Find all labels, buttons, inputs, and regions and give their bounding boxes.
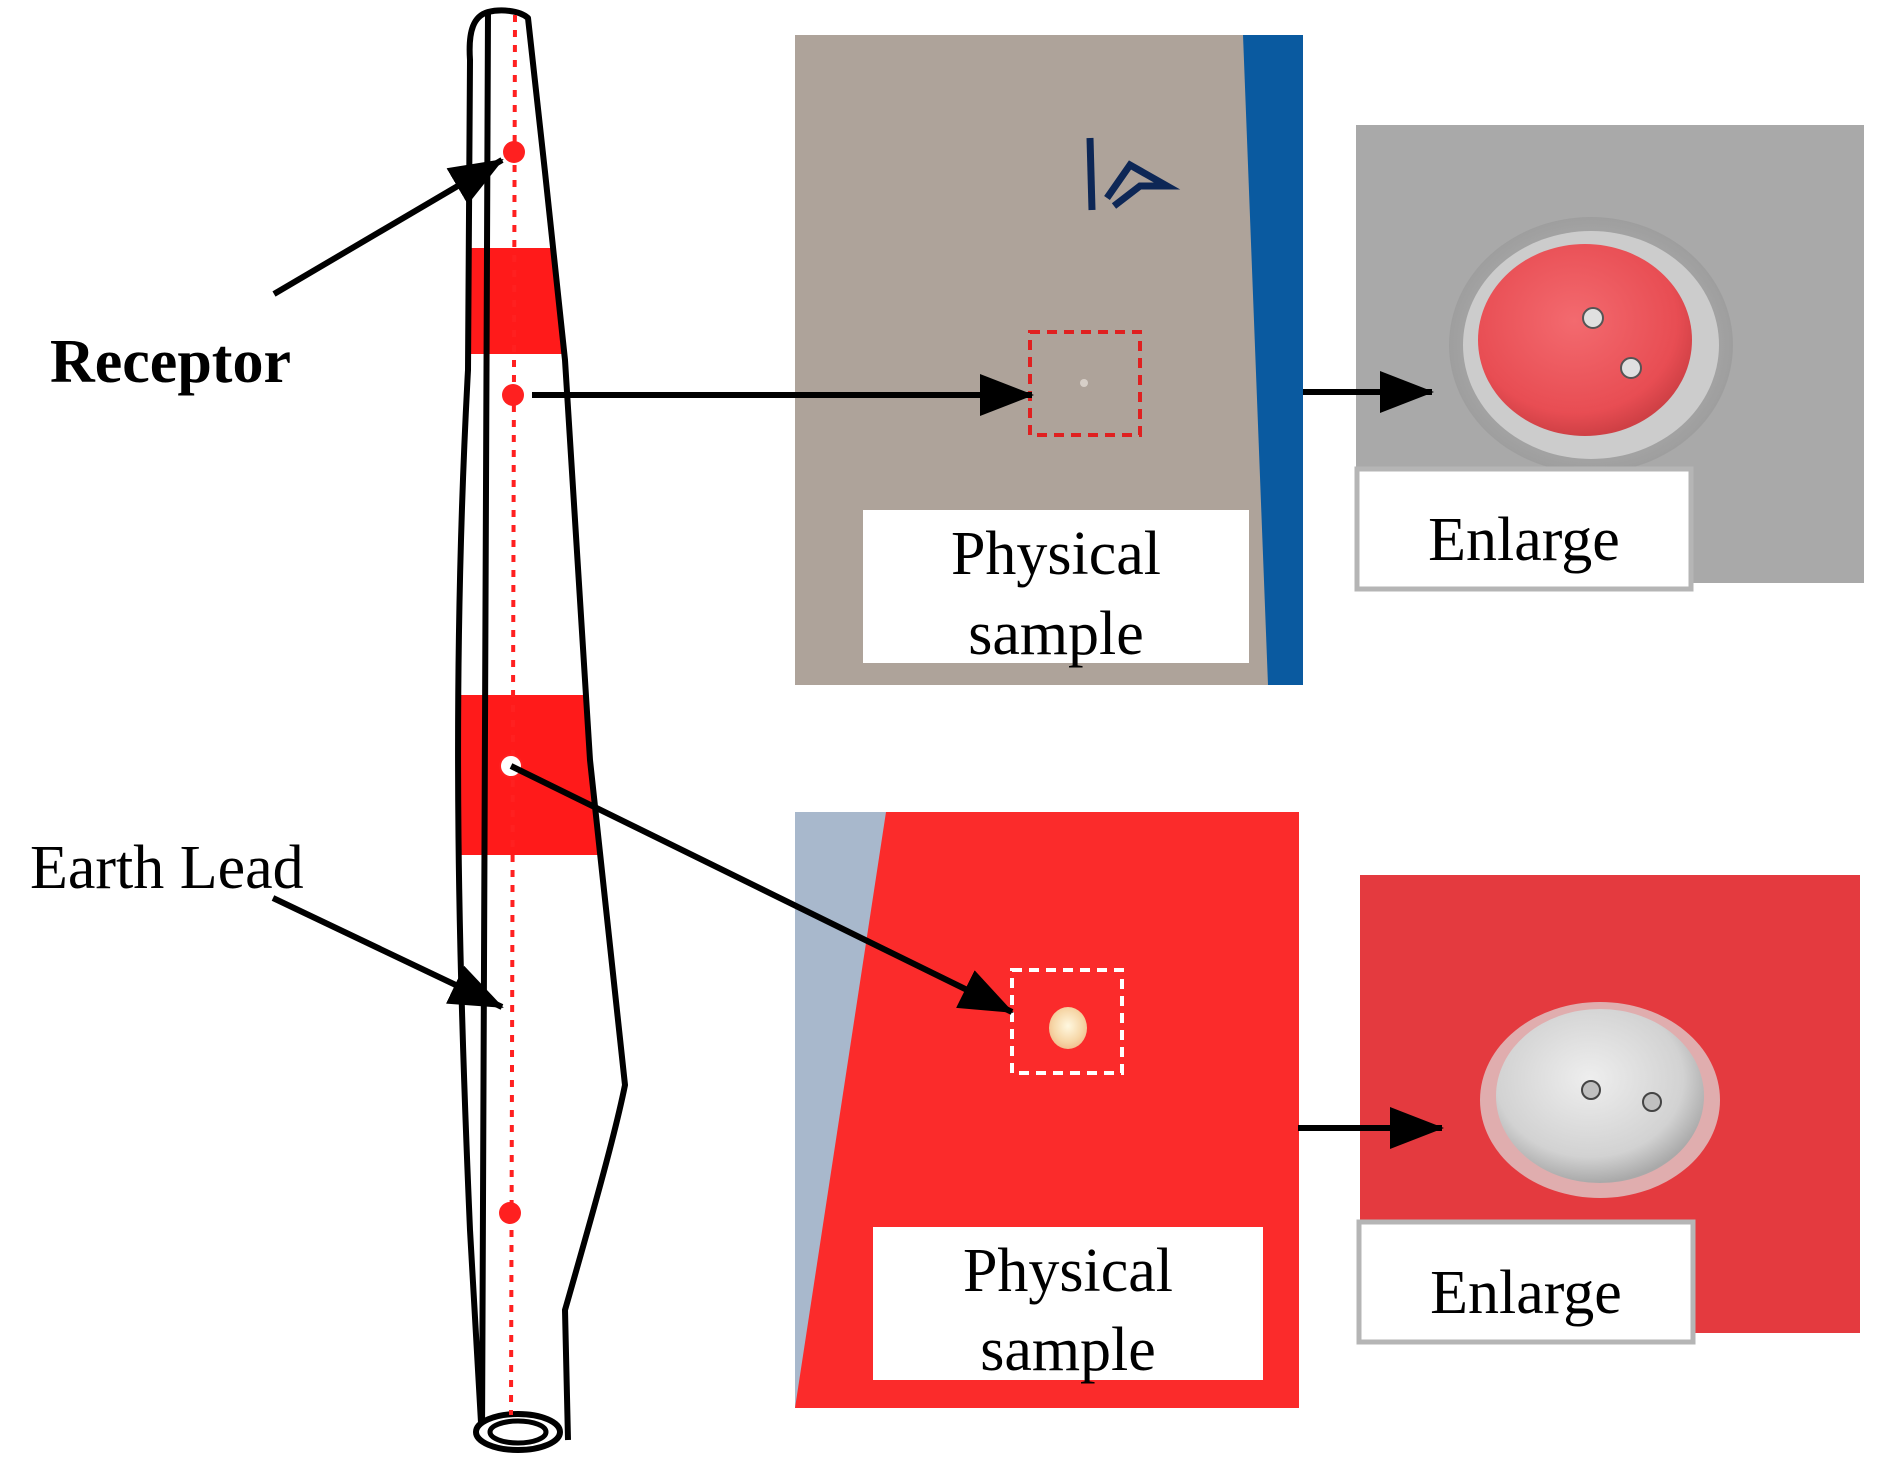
top-receptor-screw-2 [1620,357,1642,379]
receptor-dot-tip [503,141,525,163]
wind-turbine-blade [455,7,628,1453]
bottom-receptor-screw-2 [1642,1092,1662,1112]
bottom-receptor-spot [1049,1007,1087,1049]
top-receptor-screw-1 [1582,307,1604,329]
bottom-receptor-screw-1 [1581,1080,1601,1100]
top-enlarge-photo: Enlarge [1354,125,1864,592]
earth-lead-arrow [271,895,504,1010]
top-photo-caption-box [863,510,1249,663]
bottom-enlarge-caption-box [1356,1219,1696,1345]
receptor-dot-root [499,1202,521,1224]
receptor-dot-mid [502,384,524,406]
bottom-photo-caption-line2: sample [980,1316,1156,1384]
brand-logo-icon [1086,137,1181,211]
blade-red-band-lower [458,695,625,855]
light-blue-edge-strip [795,812,886,1408]
bottom-receptor-highlight-box [1010,968,1124,1075]
top-photo-caption-line1: Physical [951,520,1161,588]
blue-edge-strip [1243,35,1303,685]
top-enlarge-caption: Enlarge [1428,506,1620,574]
arrow-to-bottom-photo [509,763,1014,1015]
top-receptor-disc [1478,244,1692,436]
top-photo-caption-line2: sample [968,600,1144,668]
receptor-spot [1080,379,1088,387]
bottom-photo-caption-box [873,1227,1263,1380]
top-enlarge-caption-box [1354,466,1694,592]
bottom-physical-sample-photo: Physical sample [795,812,1299,1408]
bottom-enlarge-caption: Enlarge [1430,1259,1622,1327]
bottom-receptor-disc [1496,1009,1704,1183]
top-physical-sample-photo: Physical sample [795,35,1303,685]
receptor-arrow [272,157,504,297]
bottom-photo-caption-line1: Physical [963,1237,1173,1305]
earth-lead-label: Earth Lead [30,834,304,902]
receptor-label: Receptor [50,328,291,396]
blade-outline [455,7,628,1443]
bottom-enlarge-photo: Enlarge [1356,875,1860,1345]
blade-root [473,1411,563,1453]
